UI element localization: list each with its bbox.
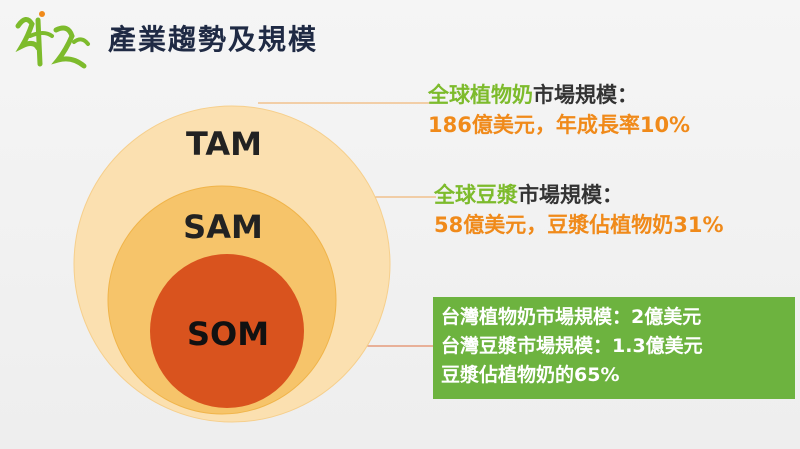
tam-heading-rest: 市場規模： [533,83,638,107]
logo-icon [15,11,90,69]
sam-callout-heading: 全球豆漿市場規模： [434,180,724,210]
som-line-2: 台灣豆漿市場規模：1.3億美元 [441,335,703,357]
tam-label: TAM [186,125,262,163]
tam-highlight: 全球植物奶 [428,83,533,107]
som-line-1: 台灣植物奶市場規模：2億美元 [441,306,702,328]
sam-label: SAM [183,208,263,246]
sam-highlight: 全球豆漿 [434,183,518,207]
som-line-3: 豆漿佔植物奶的65% [441,364,620,386]
tam-callout: 全球植物奶市場規模： 186億美元，年成長率10% [428,80,690,140]
som-circle [150,254,304,408]
tam-value: 186億美元，年成長率10% [428,113,691,137]
tam-callout-heading: 全球植物奶市場規模： [428,80,690,110]
som-label: SOM [187,315,269,353]
page-title: 產業趨勢及規模 [108,23,319,56]
sam-heading-rest: 市場規模： [518,183,623,207]
sam-value: 58億美元，豆漿佔植物奶31% [434,213,724,237]
sam-callout: 全球豆漿市場規模： 58億美元，豆漿佔植物奶31% [434,180,724,240]
som-callout-box: 台灣植物奶市場規模：2億美元 台灣豆漿市場規模：1.3億美元 豆漿佔植物奶的65… [433,297,795,399]
